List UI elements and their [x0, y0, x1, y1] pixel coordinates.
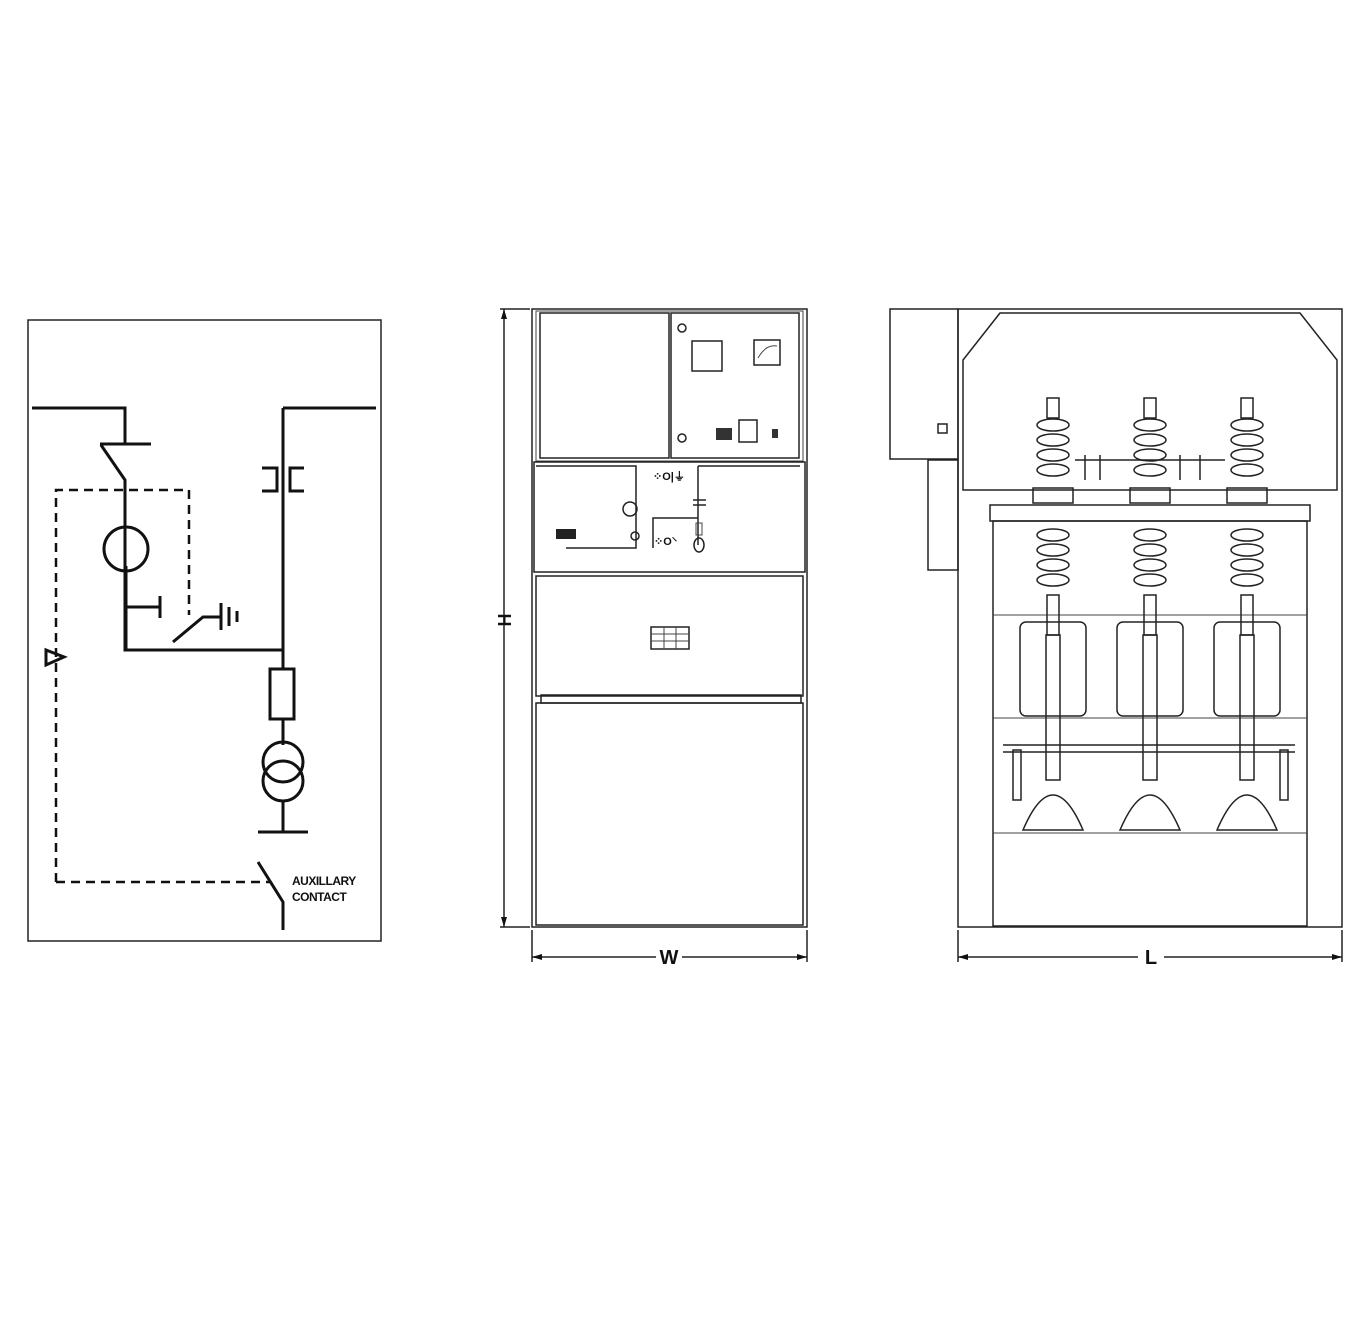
front-view: ⁘O|⏚ ⁘O⸌ H W — [495, 308, 808, 969]
lv-door-right — [670, 312, 800, 459]
fuse-icon — [268, 667, 296, 721]
earth-stub-icon — [126, 596, 162, 618]
insulator-group — [1019, 397, 1281, 831]
indicator-lamp-icon — [772, 429, 778, 438]
cable-compartment-door-lower — [535, 702, 804, 926]
mimic-panel — [533, 461, 806, 573]
cabinet-outline — [531, 308, 808, 928]
aux-contact-label-2: CONTACT — [292, 890, 347, 904]
mcb-icon — [716, 428, 732, 440]
width-label: W — [660, 947, 679, 969]
load-break-switch — [99, 444, 283, 652]
auxiliary-contact-icon — [256, 861, 285, 930]
length-label: L — [1145, 947, 1157, 969]
height-label: H — [495, 614, 515, 627]
side-view: L — [889, 308, 1343, 969]
lv-box — [889, 308, 959, 460]
single-line-schematic: AUXILLARY CONTACT — [27, 319, 382, 942]
meter-icon — [753, 339, 781, 366]
counter-icon — [556, 529, 576, 539]
ground-icon — [258, 801, 308, 834]
selector-switch-icon — [738, 419, 758, 443]
busbar-chamber — [962, 312, 1338, 491]
schematic-frame — [27, 319, 382, 942]
side-cabinet-outline — [957, 308, 1343, 928]
interlock-arrow-icon — [44, 647, 68, 668]
svg-text:⁘O|⏚: ⁘O|⏚ — [653, 470, 685, 483]
lv-door-left — [539, 312, 670, 459]
earthing-switch-icon — [172, 603, 239, 644]
height-dimension-line — [500, 308, 530, 928]
busbar-right — [281, 406, 376, 650]
vent-grid-icon — [650, 626, 690, 650]
cable-compartment-door-upper — [535, 575, 804, 697]
switch-mimic-icon — [622, 501, 638, 517]
cable-plug-icon — [262, 466, 304, 493]
aux-contact-label-1: AUXILLARY — [292, 874, 356, 888]
relay-window — [691, 340, 723, 372]
svg-text:⁘O⸌: ⁘O⸌ — [654, 536, 678, 548]
cable-compartment — [992, 520, 1308, 927]
transformer-icon — [261, 740, 305, 784]
busbar-left — [32, 406, 151, 446]
lock-icon — [677, 323, 687, 333]
mechanical-interlock-line — [54, 488, 270, 884]
